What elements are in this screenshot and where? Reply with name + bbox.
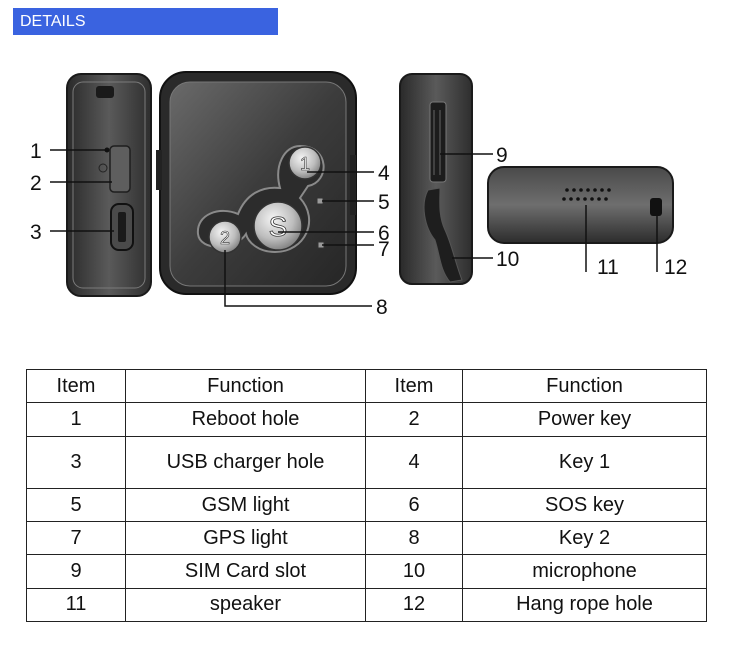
device-left-side-view <box>66 73 152 297</box>
table-row: 1 Reboot hole 2 Power key <box>26 402 707 437</box>
table-cell: 3 <box>26 435 126 489</box>
callout-1: 1 <box>30 140 42 163</box>
power-key <box>109 145 131 193</box>
table-cell: 7 <box>26 521 126 556</box>
table-row: 5 GSM light 6 SOS key <box>26 487 707 523</box>
table-header: Item <box>365 368 463 404</box>
key-2-label: 2 <box>220 228 230 248</box>
key-1-button <box>288 146 322 180</box>
callout-labels: 1 2 3 4 5 6 7 8 9 10 11 12 <box>30 140 687 319</box>
callout-4: 4 <box>378 162 390 185</box>
table-header: Function <box>462 368 707 404</box>
table-cell: GPS light <box>125 521 366 556</box>
table-header-row: Item Function Item Function <box>26 368 707 404</box>
callout-12: 12 <box>664 256 687 279</box>
sos-key-label: S <box>269 211 288 242</box>
key-1-label: 1 <box>300 154 310 174</box>
callout-2: 2 <box>30 172 42 195</box>
device-right-side-view <box>399 73 473 285</box>
table-cell: 9 <box>26 554 126 589</box>
table-cell: SIM Card slot <box>125 554 366 589</box>
table-cell: 11 <box>26 587 126 623</box>
callout-3: 3 <box>30 221 42 244</box>
table-row: 11 speaker 12 Hang rope hole <box>26 587 707 623</box>
table-cell: 10 <box>365 554 463 589</box>
table-cell: 8 <box>365 521 463 556</box>
sim-card-slot <box>429 101 447 183</box>
table-cell: Hang rope hole <box>462 587 707 623</box>
callout-6: 6 <box>378 222 390 245</box>
sos-key-button <box>253 201 303 251</box>
callout-8: 8 <box>376 296 388 319</box>
device-front-view: 1 S 2 <box>156 71 357 295</box>
reboot-hole <box>104 147 110 153</box>
table-cell: 4 <box>365 435 463 489</box>
table-cell: Power key <box>462 402 707 437</box>
speaker-grille <box>562 188 611 201</box>
table-row: 3 USB charger hole 4 Key 1 <box>26 435 707 489</box>
table-row: 7 GPS light 8 Key 2 <box>26 521 707 556</box>
table-header: Item <box>26 368 126 404</box>
callout-5: 5 <box>378 191 390 214</box>
table-cell: 2 <box>365 402 463 437</box>
table-cell: speaker <box>125 587 366 623</box>
table-cell: USB charger hole <box>125 435 366 489</box>
callout-11: 11 <box>597 256 619 279</box>
table-cell: microphone <box>462 554 707 589</box>
table-header: Function <box>125 368 366 404</box>
callout-9: 9 <box>496 144 508 167</box>
table-cell-text: USB charger hole <box>166 450 325 473</box>
device-diagram: 1 S 2 <box>30 71 687 319</box>
table-cell: 1 <box>26 402 126 437</box>
callout-10: 10 <box>496 248 519 271</box>
table-cell: 5 <box>26 487 126 523</box>
table-cell: 6 <box>365 487 463 523</box>
function-table: Item Function Item Function 1 Reboot hol… <box>26 368 707 623</box>
power-icon <box>98 163 108 173</box>
leader-lines <box>50 149 658 307</box>
table-cell: GSM light <box>125 487 366 523</box>
details-title: DETAILS <box>20 13 86 30</box>
hang-hole-top <box>96 86 114 98</box>
table-row: 9 SIM Card slot 10 microphone <box>26 554 707 589</box>
table-cell: SOS key <box>462 487 707 523</box>
table-cell: Reboot hole <box>125 402 366 437</box>
table-cell: Key 1 <box>462 435 707 489</box>
device-bottom-view <box>487 166 674 244</box>
callout-7: 7 <box>378 238 390 261</box>
table-cell: Key 2 <box>462 521 707 556</box>
details-header: DETAILS <box>13 8 278 35</box>
table-cell: 12 <box>365 587 463 623</box>
hang-rope-hole <box>650 198 662 216</box>
